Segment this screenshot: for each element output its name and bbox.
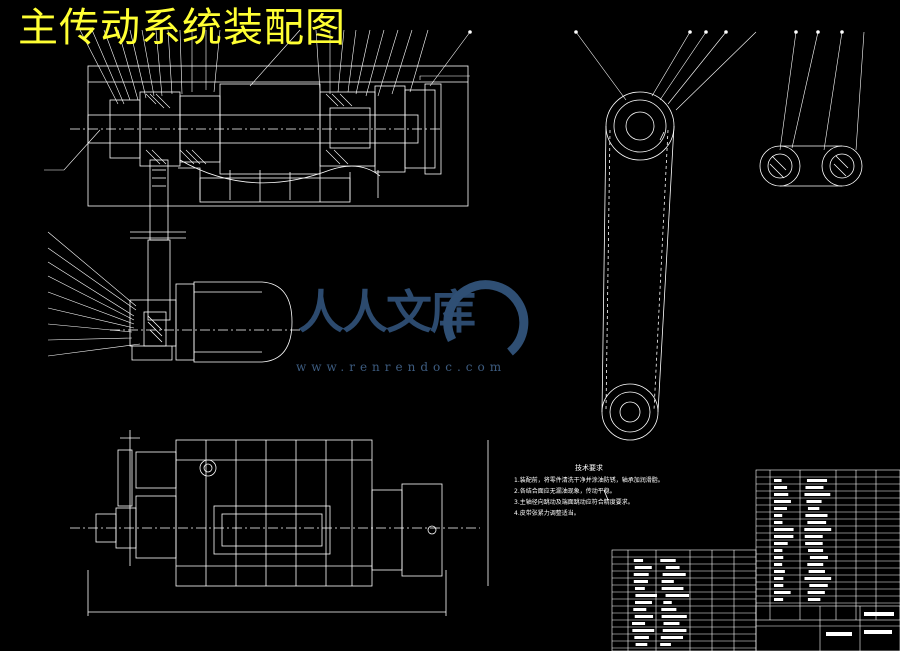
table-text-block [774,486,788,489]
table-text-block [806,500,822,503]
table-text-block [864,612,894,616]
watermark-url: www.renrendoc.com [296,360,507,374]
table-text-block [774,507,787,510]
technical-note: 1.装配前，将零件清洗干净并涂油防锈，轴承加润滑脂。 [514,477,664,484]
table-text-block [826,632,852,636]
table-text-block [806,479,828,482]
technical-note: 2.各结合面应无漏油现象，传动平稳。 [514,488,616,495]
table-text-block [807,521,827,524]
technical-note: 4.皮带张紧力调整适当。 [514,510,580,517]
technical-note: 3.主轴径向跳动及端面跳动应符合精度要求。 [514,499,634,506]
belt-leader-lines [574,30,757,111]
technical-notes: 技术要求 1.装配前，将零件清洗干净并涂油防锈，轴承加润滑脂。 2.各结合面应无… [514,463,664,519]
table-text-block [804,535,823,538]
table-text-block [774,500,791,503]
table-text-block [634,601,652,604]
table-text-block [774,549,783,552]
table-text-block [665,594,690,597]
table-text-block [661,587,684,590]
motor-leader-lines [47,231,141,357]
table-text-block [808,549,824,552]
table-text-block [804,528,832,531]
table-text-block [663,601,672,604]
table-text-block [660,559,676,562]
table-text-block [774,521,783,524]
pulley-leader-lines [779,30,865,151]
table-text-block [804,577,832,580]
belt-drive-view [601,91,675,501]
table-text-block [660,636,684,639]
table-text-block [805,486,824,489]
table-text-block [809,556,828,559]
headstock-top-view [70,430,489,616]
table-text-block [807,591,825,594]
table-text-block [634,587,645,590]
table-text-block [804,493,831,496]
table-text-block [774,479,782,482]
table-text-block [774,563,783,566]
table-text-block [633,573,649,576]
table-text-block [661,615,687,618]
table-text-block [661,580,674,583]
table-text-block [808,570,825,573]
table-text-block [774,570,785,573]
table-text-block [805,514,828,517]
table-text-block [774,584,784,587]
pulley-detail-view [759,145,863,187]
table-text-block [807,507,820,510]
table-text-block [635,643,648,646]
technical-notes-heading: 技术要求 [575,464,603,472]
table-text-block [634,566,652,569]
table-text-block [774,591,791,594]
table-text-block [662,629,687,632]
watermark-logo-icon [443,280,529,356]
table-text-block [774,528,794,531]
table-text-block [660,643,671,646]
table-text-block [774,598,784,601]
parts-list-text-blocks [632,479,894,646]
table-text-block [633,580,648,583]
table-text-block [774,577,784,580]
table-text-block [661,608,677,611]
table-text-block [632,622,646,625]
table-text-block [635,594,657,597]
drawing-title: 主传动系统装配图 [18,5,346,51]
table-text-block [774,542,788,545]
table-text-block [665,566,680,569]
table-text-block [634,615,654,618]
top-leader-lines [44,29,472,171]
table-text-block [809,584,828,587]
table-text-block [663,622,680,625]
table-text-block [807,563,824,566]
table-text-block [632,629,655,632]
motor-view [110,281,300,363]
table-text-block [633,608,647,611]
table-text-block [662,573,686,576]
table-text-block [774,514,783,517]
spindle-section-view [70,65,469,321]
table-text-block [634,636,649,639]
parts-list-rows [612,476,900,649]
table-text-block [774,493,789,496]
table-text-block [774,556,784,559]
watermark-brand: 人人文库 [298,285,476,339]
table-text-block [774,535,794,538]
table-text-block [805,542,823,545]
table-text-block [633,559,644,562]
table-text-block [807,598,821,601]
table-text-block [864,630,892,634]
